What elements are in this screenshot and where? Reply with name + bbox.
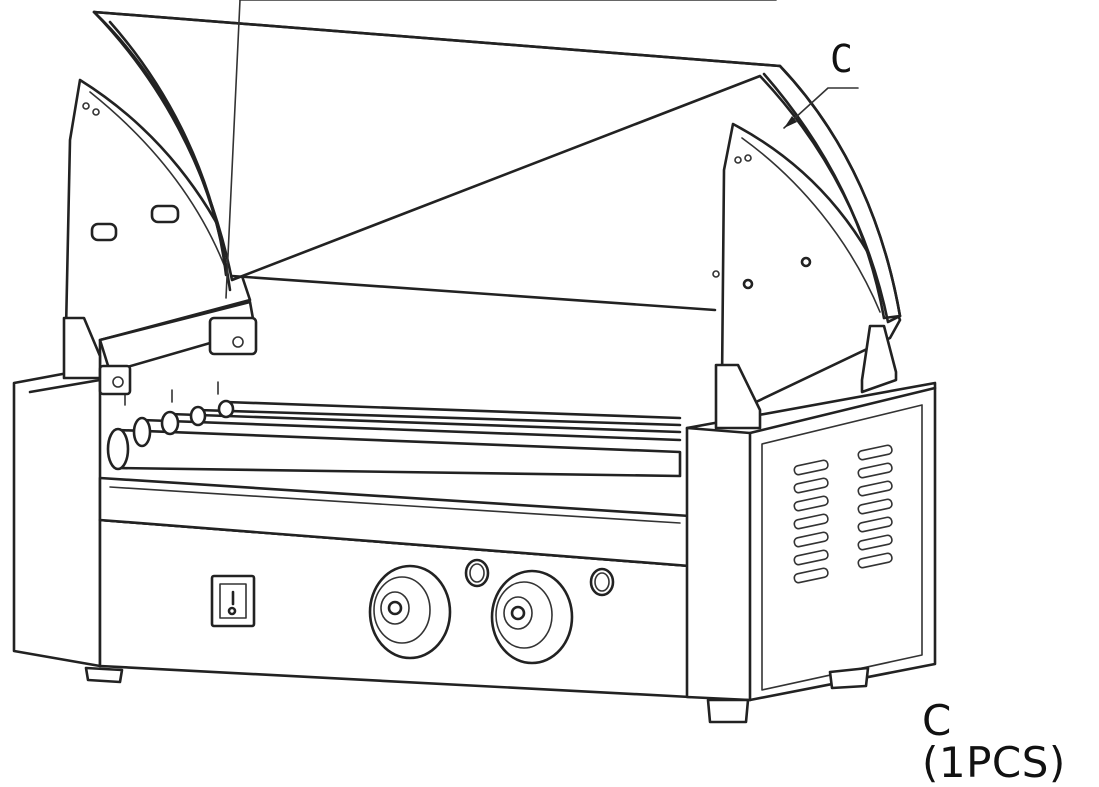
rollers xyxy=(106,381,682,478)
left-side-plate xyxy=(62,78,258,396)
curved-cover xyxy=(92,0,902,324)
roller-grill-drawing xyxy=(12,0,937,724)
right-side-plate xyxy=(712,122,902,430)
front-controls xyxy=(210,558,615,665)
callout-label: C xyxy=(830,37,853,81)
hot-dog-roller-diagram: C C (1PCS) xyxy=(12,0,1065,784)
quantity-label: C (1PCS) xyxy=(922,696,1066,787)
callout-leader xyxy=(783,87,859,129)
left-knob xyxy=(368,564,452,660)
vent-slots xyxy=(793,444,893,584)
